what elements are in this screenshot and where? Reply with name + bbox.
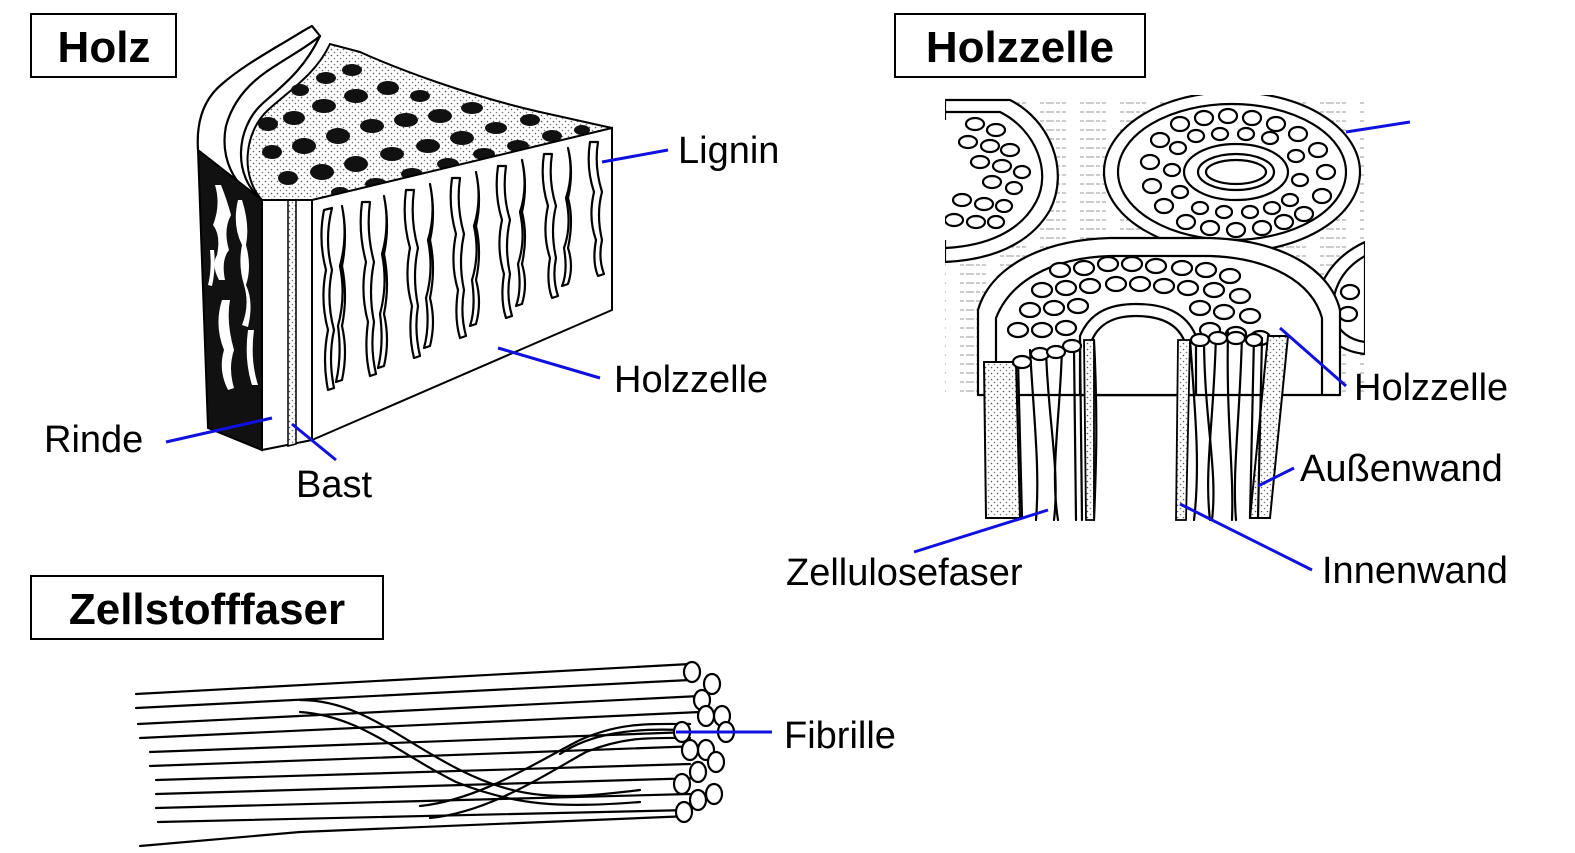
title-holz: Holz bbox=[58, 23, 151, 72]
label-holzzelle-wood: Holzzelle bbox=[614, 359, 768, 401]
label-bast: Bast bbox=[296, 464, 372, 506]
label-holzzelle-cell: Holzzelle bbox=[1354, 367, 1508, 409]
cell-illustration bbox=[945, 95, 1365, 397]
leader-aussenwand bbox=[1257, 466, 1295, 488]
cell-leader-lines bbox=[913, 120, 1411, 572]
label-aussenwand: Außenwand bbox=[1300, 448, 1503, 490]
fibre-bundle-illustration bbox=[134, 660, 736, 848]
cell-tube-walls bbox=[982, 330, 1290, 522]
fibre-section: Zellstofffaser bbox=[30, 575, 896, 848]
leader-zellulosefaser bbox=[913, 508, 1049, 554]
wood-wedge-illustration bbox=[196, 24, 613, 452]
label-lignin: Lignin bbox=[678, 130, 779, 172]
label-rinde: Rinde bbox=[44, 419, 143, 461]
leader-bast bbox=[291, 422, 337, 462]
label-innenwand: Innenwand bbox=[1322, 550, 1508, 592]
leader-rinde bbox=[165, 416, 273, 444]
title-zellstofffaser: Zellstofffaser bbox=[69, 585, 345, 634]
leader-lignin-cell bbox=[1345, 120, 1411, 134]
title-holzzelle: Holzzelle bbox=[926, 23, 1114, 72]
cell-section: Holzzelle bbox=[786, 13, 1508, 594]
label-zellulosefaser: Zellulosefaser bbox=[786, 552, 1023, 594]
title-box-zellstofffaser bbox=[30, 575, 384, 640]
title-box-holzzelle bbox=[894, 13, 1146, 78]
leader-holzzelle-cell bbox=[1279, 326, 1347, 388]
title-box-holz bbox=[30, 13, 177, 78]
wood-section: Holz bbox=[30, 13, 779, 506]
wood-leader-lines bbox=[165, 148, 669, 462]
leader-lignin bbox=[601, 148, 669, 164]
label-fibrille: Fibrille bbox=[784, 715, 896, 757]
leader-holzzelle-wood bbox=[497, 346, 601, 380]
leader-innenwand bbox=[1179, 502, 1313, 572]
